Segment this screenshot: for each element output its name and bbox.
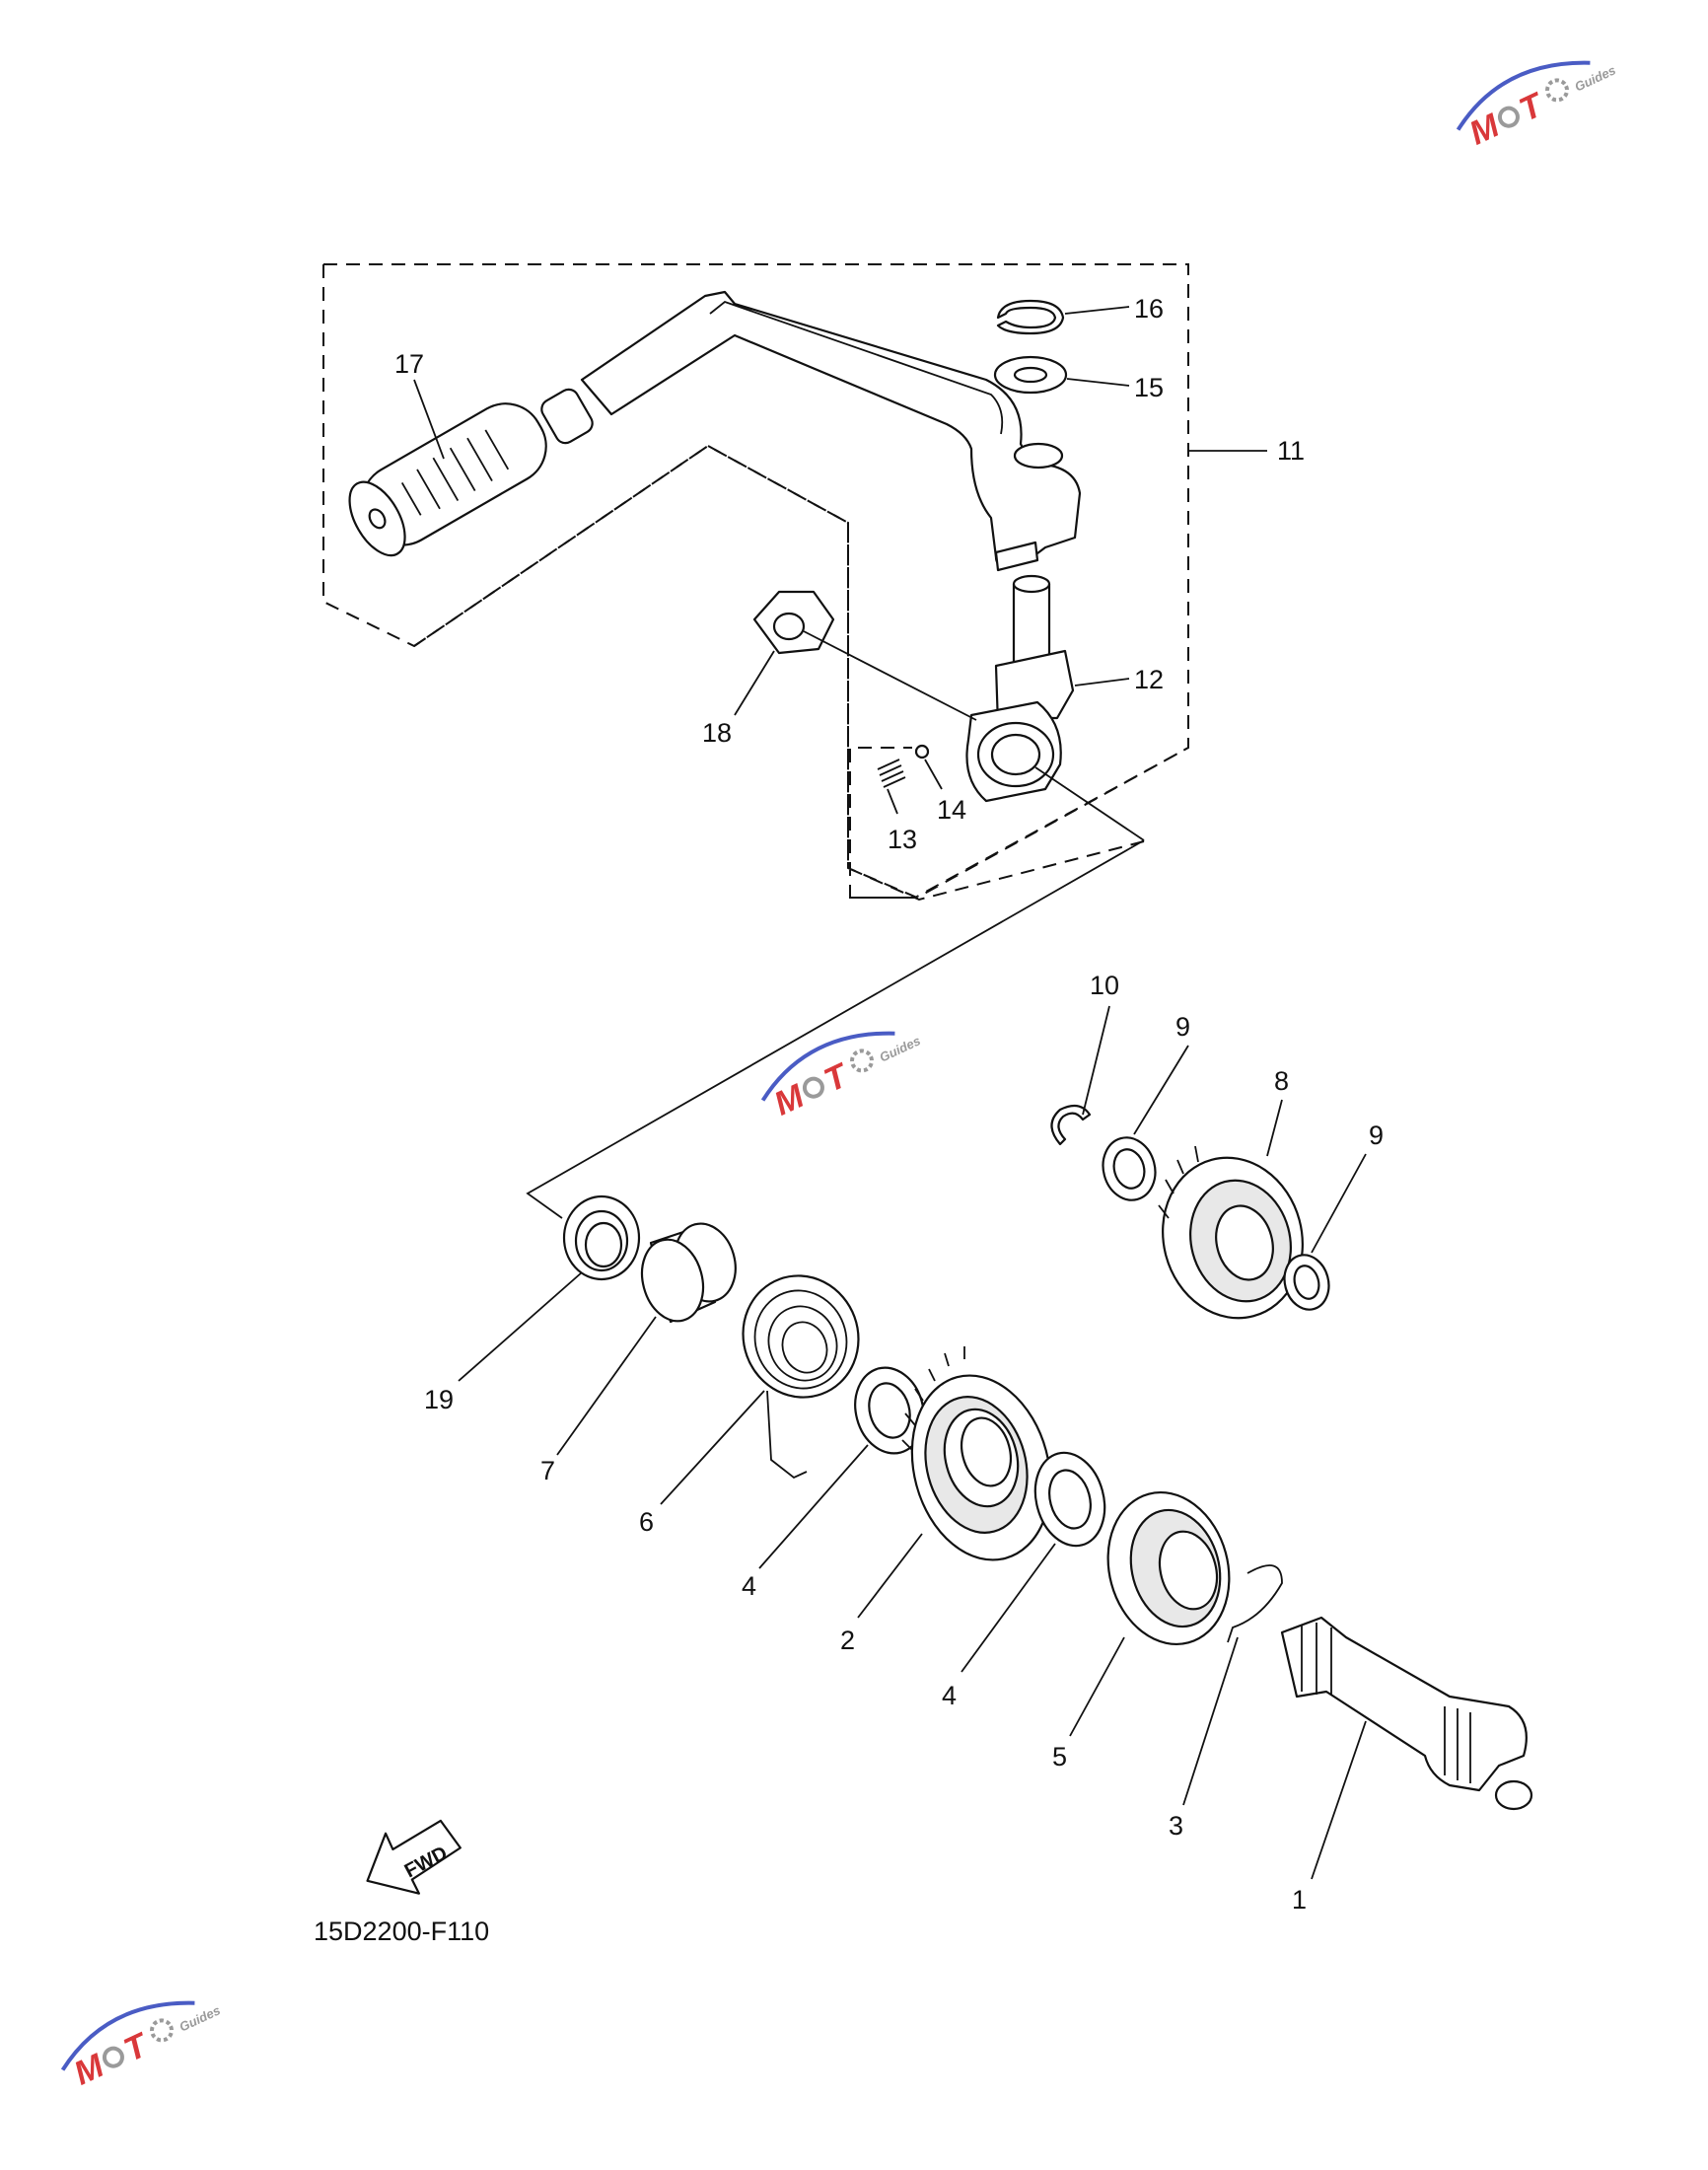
oil-seal-19 [562,1194,641,1281]
callout-14: 14 [937,795,966,825]
callout-7: 7 [540,1456,555,1485]
torsion-spring-6 [742,1274,860,1480]
svg-text:T: T [1514,85,1551,129]
leader-boss-to-shaft [1034,766,1145,841]
callout-17: 17 [394,349,424,379]
collar-7 [640,1222,737,1324]
callout-16: 16 [1134,294,1164,324]
callout-13: 13 [888,825,917,854]
watermark-logo-bottom: M T Guides [60,2000,223,2093]
svg-text:Guides: Guides [1572,62,1617,94]
washer-9a [1102,1136,1157,1201]
ratchet-5 [1106,1490,1231,1646]
leader-lines [413,306,1367,1880]
callout-5: 5 [1052,1742,1067,1772]
circlip-16 [996,299,1065,335]
svg-text:T: T [818,1055,856,1100]
callout-11: 11 [1277,436,1305,466]
callout-18: 18 [702,718,732,748]
callout-4a: 4 [742,1571,756,1601]
leader-18-to-boss [803,630,977,721]
callout-1: 1 [1292,1885,1307,1915]
callout-19: 19 [424,1385,454,1414]
diagram-code: 15D2200-F110 [314,1917,489,1946]
axis-line-19 [526,839,1145,1219]
spring-13 [877,759,906,788]
callout-9a: 9 [1175,1012,1190,1042]
callout-9b: 9 [1369,1121,1384,1150]
svg-text:Guides: Guides [177,2002,222,2034]
kick-gear-2 [901,1346,1052,1561]
kick-axle-1 [1280,1616,1533,1811]
washer-9b [1283,1254,1330,1311]
callout-8: 8 [1274,1066,1289,1096]
spring-clip-3 [1227,1564,1283,1643]
washer-4a [854,1366,925,1455]
assembly-boundary-inner [413,444,1145,902]
ball-14 [914,744,930,760]
callout-4b: 4 [942,1681,957,1710]
kick-grip-rubber [348,402,547,557]
kick-crank-lever [540,290,1082,572]
watermark-logo-top: M T Guides [1456,60,1618,153]
assembly-boundary-outer [322,263,1189,900]
fwd-arrow-icon: FWD [366,1819,462,1895]
svg-text:T: T [118,2025,156,2069]
kick-boss-12 [965,574,1075,803]
callout-10: 10 [1090,971,1119,1000]
callout-2: 2 [840,1626,855,1655]
washer-4b [1033,1451,1106,1548]
callout-15: 15 [1134,373,1164,402]
callout-3: 3 [1169,1811,1183,1841]
nut-18 [752,590,835,655]
washer-15 [993,355,1068,395]
callout-6: 6 [639,1507,654,1537]
idler-gear-8 [1158,1145,1304,1320]
svg-text:Guides: Guides [877,1033,922,1064]
callout-12: 12 [1134,665,1164,694]
circlip-10 [1050,1104,1092,1146]
watermark-logo-middle: M T Guides [760,1031,923,1123]
